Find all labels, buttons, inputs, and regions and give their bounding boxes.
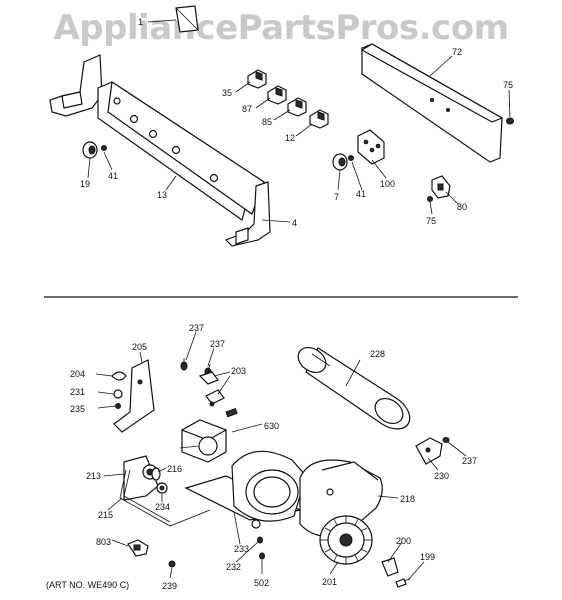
label-502: 502 — [254, 578, 269, 588]
part-13-control-panel — [97, 80, 266, 221]
part-215-belt — [119, 469, 211, 527]
label-231: 231 — [70, 387, 85, 397]
label-239: 239 — [162, 581, 177, 591]
label-75a: 75 — [503, 80, 513, 90]
part-87-knob — [267, 85, 287, 105]
label-204: 204 — [70, 369, 85, 379]
part-7-knob — [332, 153, 348, 171]
part-630-timer — [179, 407, 238, 463]
label-75b: 75 — [426, 216, 436, 226]
part-85-knob — [287, 97, 307, 117]
part-75-screw-a — [506, 117, 514, 125]
label-12: 12 — [285, 133, 295, 143]
label-630: 630 — [264, 421, 279, 431]
watermark: AppliancePartsPros.com — [53, 8, 509, 48]
part-231-clip — [113, 389, 123, 399]
label-19: 19 — [80, 179, 90, 189]
label-803: 803 — [96, 537, 111, 547]
part-199-screw — [395, 578, 411, 588]
label-41a: 41 — [108, 171, 118, 181]
part-100-switch — [357, 129, 385, 165]
part-228-duct — [297, 346, 411, 430]
label-87: 87 — [242, 104, 252, 114]
part-203-clips — [198, 371, 225, 407]
label-218: 218 — [400, 494, 415, 504]
part-230-sensor — [415, 437, 443, 465]
part-204-clip — [111, 371, 127, 381]
label-237b: 237 — [210, 339, 225, 349]
part-232-screw — [257, 536, 263, 544]
part-41-clip-a — [101, 145, 107, 151]
label-203: 203 — [231, 366, 246, 376]
part-216-pulley — [151, 467, 161, 481]
part-80-bracket — [431, 175, 451, 199]
part-234-roller — [156, 482, 168, 494]
label-234: 234 — [155, 502, 170, 512]
part-200-bracket — [381, 557, 399, 577]
part-239-screw — [168, 560, 176, 568]
part-41-clip-b — [348, 155, 354, 161]
label-4: 4 — [292, 218, 297, 228]
part-218-blower-housing — [299, 459, 383, 537]
part-205-bracket — [113, 359, 155, 433]
part-72-backsplash — [360, 43, 504, 163]
label-228: 228 — [370, 349, 385, 359]
label-201: 201 — [322, 577, 337, 587]
label-200: 200 — [396, 536, 411, 546]
part-75-screw-b — [427, 196, 433, 202]
label-235: 235 — [70, 404, 85, 414]
left-endcap-bracket — [49, 54, 103, 117]
part-4-right-endcap — [224, 181, 271, 247]
part-19-knob — [82, 141, 98, 159]
label-35: 35 — [222, 88, 232, 98]
part-235-screw — [115, 403, 121, 409]
label-100: 100 — [380, 179, 395, 189]
label-230: 230 — [434, 471, 449, 481]
label-13: 13 — [157, 190, 167, 200]
part-803-clip — [127, 539, 149, 557]
art-number: (ART NO. WE490 C) — [46, 580, 129, 590]
part-502-screw — [259, 552, 265, 560]
label-7: 7 — [334, 192, 339, 202]
part-237-screw-a — [180, 358, 188, 371]
leader-lines-upper — [87, 19, 511, 223]
part-12-knob — [309, 109, 329, 129]
part-233-blower-base — [184, 450, 307, 529]
label-233: 233 — [234, 544, 249, 554]
label-205: 205 — [132, 342, 147, 352]
part-1-bracket — [175, 5, 199, 33]
label-215: 215 — [98, 510, 113, 520]
label-213: 213 — [86, 471, 101, 481]
label-237c: 237 — [462, 456, 477, 466]
part-201-blower-wheel — [319, 515, 373, 565]
label-80: 80 — [457, 202, 467, 212]
label-232: 232 — [226, 562, 241, 572]
label-199: 199 — [420, 552, 435, 562]
label-72: 72 — [452, 47, 462, 57]
label-1: 1 — [138, 17, 143, 27]
label-237a: 237 — [189, 323, 204, 333]
label-216: 216 — [167, 464, 182, 474]
leader-lines-lower — [95, 331, 467, 581]
part-35-knob — [247, 69, 267, 89]
label-85: 85 — [262, 117, 272, 127]
part-number-labels: 1 72 75 35 87 85 12 100 7 41 41 19 13 4 … — [46, 17, 513, 591]
label-41b: 41 — [356, 189, 366, 199]
part-237-screw-c — [442, 437, 450, 443]
